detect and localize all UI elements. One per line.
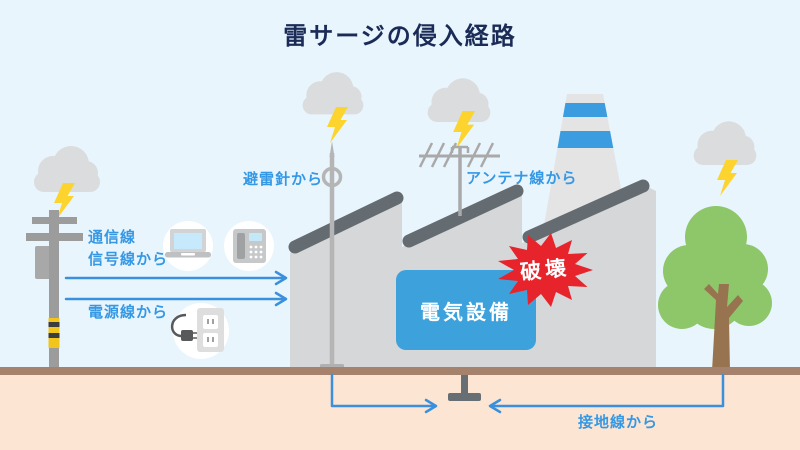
rod-ring [321,166,343,188]
page-title: 雷サージの侵入経路 [283,23,517,50]
equipment-box [396,270,536,350]
ground-arrow-left [330,373,438,414]
label-comm-line1: 通信線 [88,229,137,246]
storm-cloud-rod-icon [302,72,364,115]
lightning-bolt-right-icon [717,160,738,196]
factory-roof [288,179,650,254]
storm-cloud-right-icon [693,121,757,165]
label-antenna-line: アンテナ線から [466,170,578,187]
utility-pole-icon [26,210,83,372]
label-ground-line: 接地線から [578,414,659,431]
equipment-box-label: 電気設備 [420,301,512,324]
storm-cloud-antenna-icon [427,78,491,122]
tree-icon [658,206,772,371]
label-communication-line: 通信線 信号線から [88,227,168,271]
ground [0,367,800,450]
label-lightning-rod: 避雷針から [243,171,324,188]
comm-line-arrow [64,270,288,286]
destruction-burst [498,233,593,307]
tv-antenna-icon [418,142,500,216]
label-comm-line2: 信号線から [88,251,169,268]
grounding-electrode-icon [448,375,481,401]
plug-outlet-icon [170,308,224,352]
ground-arrow-right [488,373,725,414]
power-line-arrow [64,291,288,307]
label-power-line: 電源線から [88,304,169,321]
desk-phone-icon [233,229,266,263]
laptop-icon [165,229,211,258]
